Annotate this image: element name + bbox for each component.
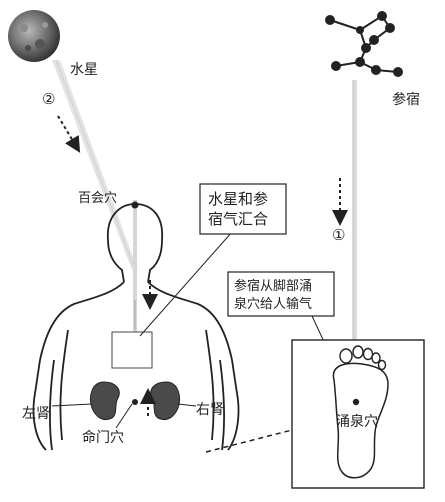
yongquan-label: 涌泉穴 [336,413,378,430]
mercury-planet-icon [8,10,60,62]
mingmen-pointer [115,403,133,429]
left-kidney-pointer [51,403,93,407]
mercury-flow-arrow [57,115,81,153]
shen-xiu-constellation-icon [325,11,403,77]
baihui-point [131,201,139,209]
mingmen-label: 命门穴 [82,429,124,446]
mingmen-point [132,399,138,405]
merge-region [111,331,153,369]
human-back-figure [32,203,240,451]
mercury-label: 水星 [70,62,98,78]
merge-callout-pointer [139,231,233,337]
step2-marker: ② [42,90,55,108]
yongquan-point [352,398,360,406]
baihui-label: 百会穴 [78,191,117,206]
right-kidney-icon [150,381,180,421]
merge-callout-line1: 水星和参 [208,190,268,208]
body-foot-connector [205,429,293,453]
right-kidney-label: 右肾 [196,402,224,418]
right-kidney-pointer [177,403,197,407]
left-kidney-icon [90,381,120,421]
shen-xiu-beam [352,80,357,340]
merge-callout-line2: 宿气汇合 [208,210,268,228]
feet-callout-line2: 泉穴给人输气 [234,296,312,312]
shen-xiu-label: 参宿 [392,91,420,108]
step1-marker: ① [332,226,345,244]
left-kidney-label: 左肾 [22,406,50,422]
foot-sole-icon [332,362,389,479]
foot-inset: 涌泉穴 [291,339,425,489]
feet-callout: 参宿从脚部涌 泉穴给人输气 [227,271,335,347]
feet-callout-line1: 参宿从脚部涌 [234,278,312,294]
merge-callout: 水星和参 宿气汇合 [199,183,287,235]
